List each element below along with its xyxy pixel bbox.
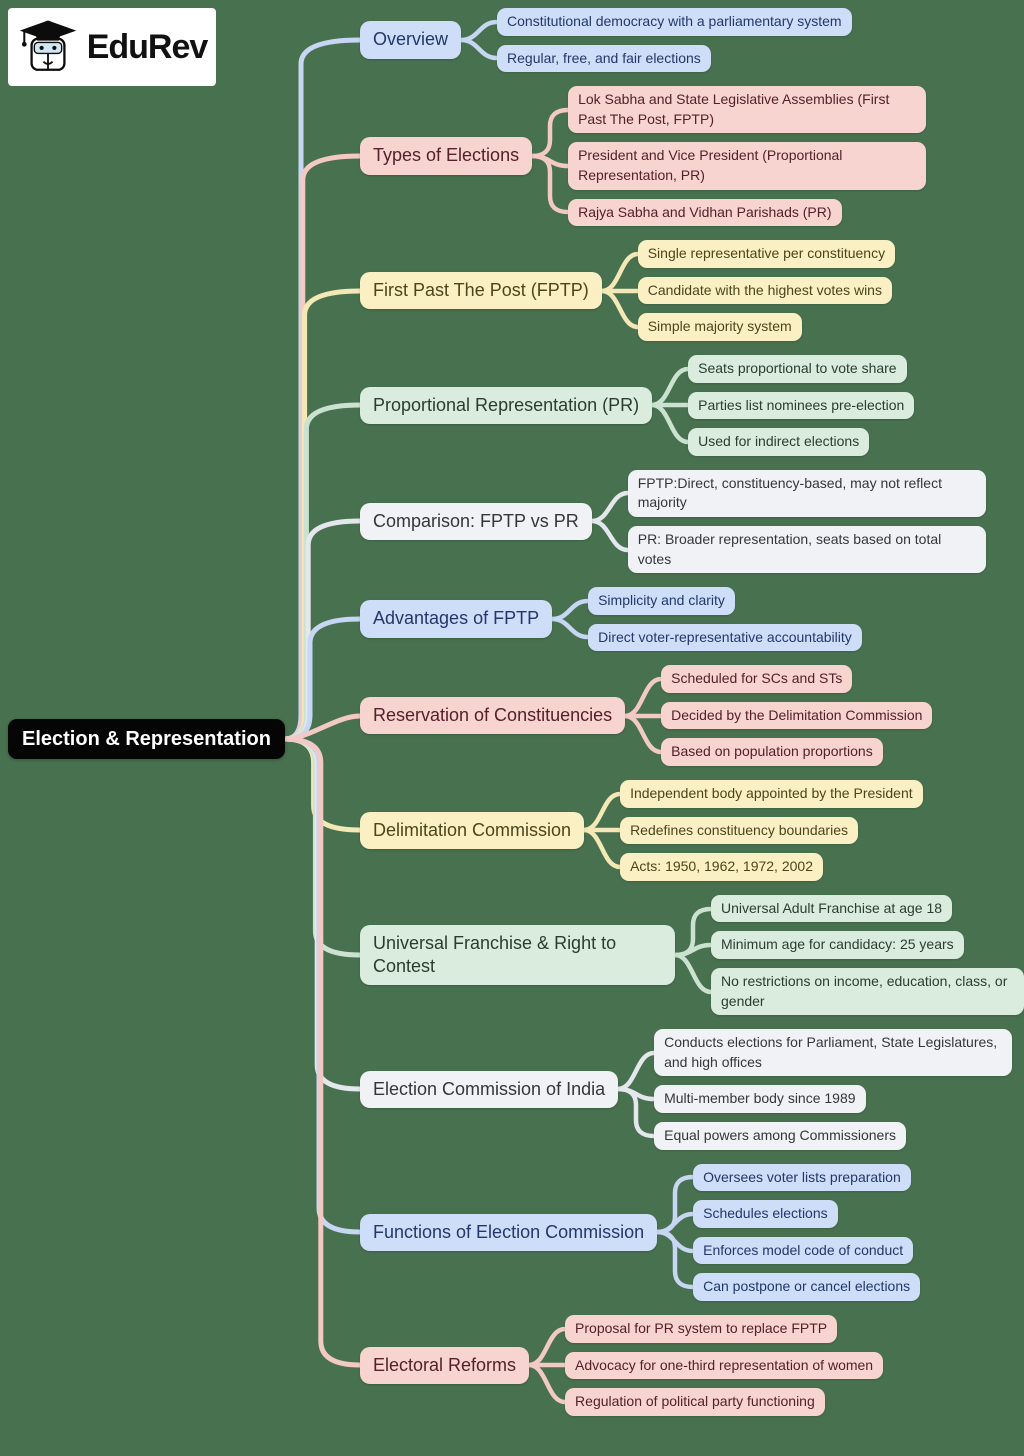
graduate-cap-mascot-icon — [19, 20, 76, 71]
branch-group: Electoral Reforms Proposal for PR system… — [360, 1314, 1024, 1416]
branch-node: Universal Franchise & Right to Contest — [360, 924, 675, 986]
branch-children: Proposal for PR system to replace FPTP Ad… — [565, 1314, 884, 1416]
branch-node: Election Commission of India — [360, 1070, 619, 1109]
root-node: Election & Representation — [8, 719, 285, 759]
leaf-node: Seats proportional to vote share — [688, 354, 907, 383]
leaf-node: Simple majority system — [637, 313, 802, 341]
edge — [526, 1362, 568, 1405]
edge — [589, 518, 631, 553]
edge — [649, 402, 691, 445]
edge — [672, 952, 714, 995]
leaf-node: Enforces model code of conduct — [693, 1236, 914, 1265]
leaf-node: Universal Adult Franchise at age 18 — [711, 894, 953, 923]
branch-children: Lok Sabha and State Legislative Assembli… — [568, 86, 927, 227]
leaf-node: Schedules elections — [693, 1200, 838, 1228]
branch-container: Overview Constitutional democracy with a… — [360, 0, 1024, 1430]
edge — [654, 1229, 696, 1290]
branch-group: Functions of Election Commission Oversee… — [360, 1163, 1024, 1301]
branch-group: First Past The Post (FPTP) Single repres… — [360, 240, 1024, 341]
leaf-node: Can postpone or cancel elections — [693, 1273, 921, 1301]
leaf-node: Redefines constituency boundaries — [620, 816, 858, 845]
leaf-node: Candidate with the highest votes wins — [637, 276, 892, 305]
branch-node: First Past The Post (FPTP) — [360, 271, 602, 310]
edge — [282, 37, 363, 742]
branch-node: Proportional Representation (PR) — [360, 386, 653, 425]
branch-node: Delimitation Commission — [360, 811, 585, 850]
edge — [549, 616, 591, 640]
branch-node: Functions of Election Commission — [360, 1213, 658, 1251]
leaf-node: No restrictions on income, education, cl… — [711, 968, 1024, 1016]
leaf-node: Parties list nominees pre-election — [688, 391, 915, 420]
leaf-node: Simplicity and clarity — [588, 587, 735, 615]
edge — [458, 37, 500, 61]
leaf-node: Direct voter-representative accountabili… — [588, 623, 862, 652]
leaf-node: Regulation of political party functionin… — [565, 1388, 825, 1416]
leaf-node: Equal powers among Commissioners — [654, 1122, 906, 1150]
branch-node: Electoral Reforms — [360, 1346, 530, 1385]
edurev-logo: EduRev — [8, 8, 216, 86]
leaf-node: Independent body appointed by the Presid… — [620, 780, 923, 808]
edge — [529, 107, 571, 159]
edge — [282, 736, 363, 1368]
branch-group: Comparison: FPTP vs PR FPTP:Direct, cons… — [360, 469, 1024, 574]
leaf-node: Conducts elections for Parliament, State… — [654, 1029, 1013, 1077]
edge — [282, 402, 363, 742]
leaf-node: Proposal for PR system to replace FPTP — [565, 1314, 838, 1343]
leaf-node: Single representative per constituency — [637, 240, 896, 268]
leaf-node: Used for indirect elections — [688, 428, 870, 456]
leaf-node: Lok Sabha and State Legislative Assembli… — [568, 86, 927, 134]
branch-children: Independent body appointed by the Presid… — [620, 780, 923, 881]
branch-group: Reservation of Constituencies Scheduled … — [360, 665, 1024, 767]
branch-group: Universal Franchise & Right to Contest U… — [360, 894, 1024, 1016]
branch-children: FPTP:Direct, constituency-based, may not… — [627, 469, 986, 574]
edge — [282, 518, 363, 742]
edge — [282, 616, 363, 742]
leaf-node: Constitutional democracy with a parliame… — [497, 8, 852, 36]
branch-node: Advantages of FPTP — [360, 600, 553, 638]
leaf-node: Oversees voter lists preparation — [693, 1163, 911, 1192]
branch-children: Universal Adult Franchise at age 18 Minim… — [711, 894, 1024, 1016]
leaf-node: Advocacy for one-third representation of… — [565, 1351, 884, 1380]
leaf-node: President and Vice President (Proportion… — [568, 142, 927, 190]
branch-children: Conducts elections for Parliament, State… — [654, 1029, 1013, 1150]
branch-group: Election Commission of India Conducts el… — [360, 1029, 1024, 1150]
branch-node: Reservation of Constituencies — [360, 696, 626, 735]
edge — [529, 153, 571, 215]
leaf-node: Multi-member body since 1989 — [654, 1085, 866, 1113]
edge — [282, 288, 363, 742]
edge — [599, 288, 641, 330]
leaf-node: PR: Broader representation, seats based … — [627, 525, 986, 574]
leaf-node: Acts: 1950, 1962, 1972, 2002 — [620, 853, 823, 881]
leaf-node: Scheduled for SCs and STs — [661, 665, 853, 693]
leaf-node: Decided by the Delimitation Commission — [661, 701, 933, 730]
edge — [615, 1086, 657, 1139]
branch-group: Types of Elections Lok Sabha and State L… — [360, 86, 1024, 227]
branch-node: Overview — [360, 21, 462, 59]
edge — [581, 827, 623, 870]
edge — [282, 153, 363, 742]
edurev-logo-text: EduRev — [86, 27, 209, 66]
branch-group: Overview Constitutional democracy with a… — [360, 8, 1024, 73]
branch-group: Proportional Representation (PR) Seats p… — [360, 354, 1024, 456]
edge — [622, 713, 664, 755]
branch-children: Constitutional democracy with a parliame… — [497, 8, 852, 73]
branch-group: Advantages of FPTP Simplicity and clarit… — [360, 587, 1024, 652]
branch-node: Comparison: FPTP vs PR — [360, 502, 592, 541]
branch-node: Types of Elections — [360, 137, 533, 175]
leaf-node: Rajya Sabha and Vidhan Parishads (PR) — [568, 198, 842, 227]
leaf-node: Based on population proportions — [661, 738, 883, 767]
branch-group: Delimitation Commission Independent body… — [360, 780, 1024, 881]
leaf-node: FPTP:Direct, constituency-based, may not… — [627, 469, 986, 517]
leaf-node: Regular, free, and fair elections — [497, 44, 711, 73]
edge — [282, 713, 363, 742]
leaf-node: Minimum age for candidacy: 25 years — [711, 931, 964, 960]
